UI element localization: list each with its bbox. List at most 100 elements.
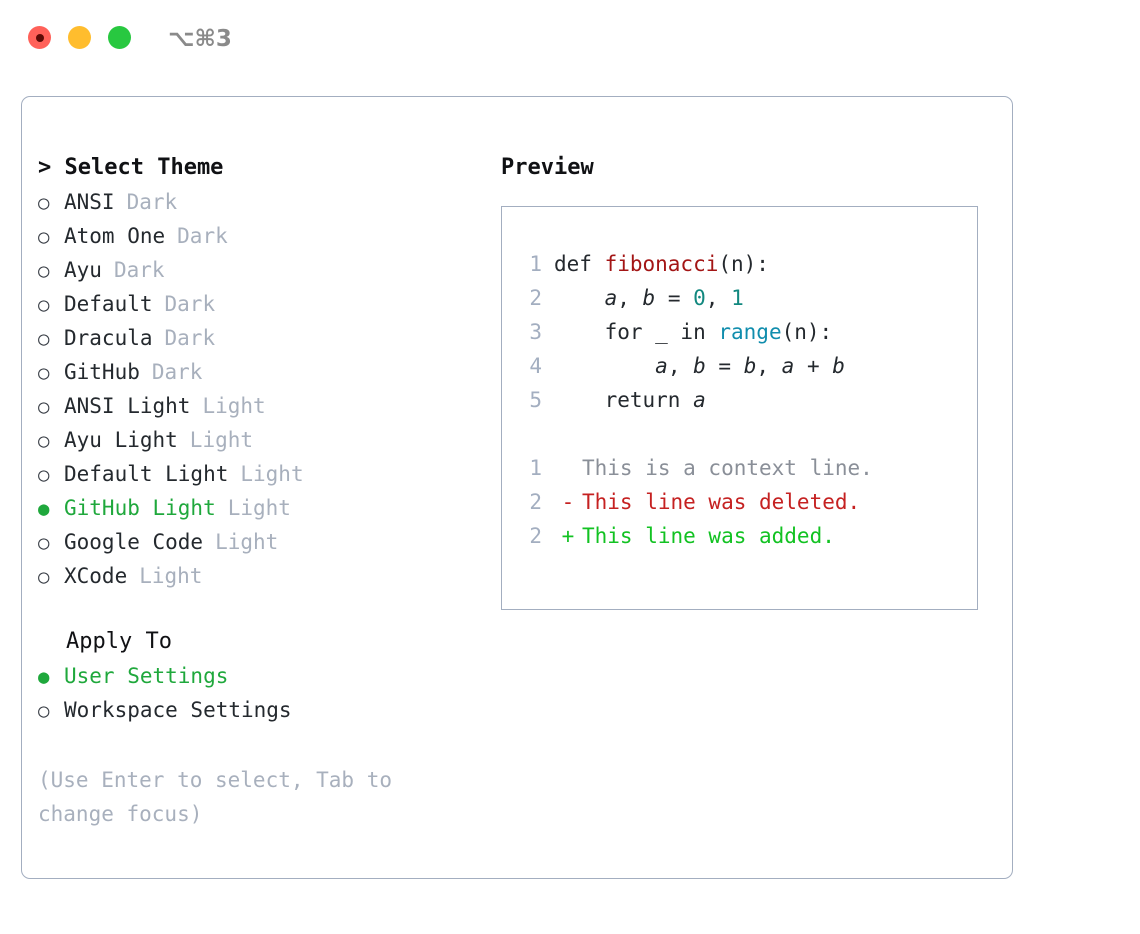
code-token: ,	[617, 286, 643, 310]
theme-option-label: GitHub	[64, 360, 140, 384]
code-token: a	[604, 286, 618, 310]
apply-to-option-user-settings[interactable]: ● User Settings	[38, 659, 468, 693]
code-line-number: 5	[529, 388, 542, 412]
theme-option-label: Atom One	[64, 224, 166, 248]
radio-unselected-icon: ○	[38, 566, 50, 588]
code-line: 1 def fibonacci(n):	[518, 247, 977, 281]
code-line-number: 3	[529, 320, 542, 344]
apply-to-option-label: User Settings	[64, 664, 229, 688]
code-line-content: a, b = b, a + b	[554, 349, 845, 383]
code-token: ,	[667, 354, 694, 378]
code-token: def	[554, 252, 605, 276]
code-line-number: 4	[529, 354, 542, 378]
code-token: return	[554, 388, 694, 412]
code-token: (n):	[781, 320, 833, 344]
code-line: 3 for _ in range(n):	[518, 315, 977, 349]
code-token: b	[743, 354, 757, 378]
theme-option-kind: Dark	[177, 224, 228, 248]
code-token: =	[705, 354, 744, 378]
diff-marker: +	[561, 524, 575, 548]
theme-option-label: Google Code	[64, 530, 204, 554]
diff-line-number: 2	[529, 490, 542, 514]
radio-selected-icon: ●	[38, 666, 50, 688]
code-line: 4 a, b = b, a + b	[518, 349, 977, 383]
diff-marker: -	[561, 490, 575, 514]
code-token: =	[655, 286, 694, 310]
apply-to-option-label: Workspace Settings	[64, 698, 292, 722]
code-token: (n):	[718, 252, 769, 276]
code-line-content: a, b = 0, 1	[554, 281, 744, 315]
theme-option-label: Dracula	[64, 326, 153, 350]
theme-option-label: Default	[64, 292, 153, 316]
apply-to-list[interactable]: ● User Settings ○Workspace Settings	[38, 659, 468, 727]
theme-option-kind: Light	[139, 564, 203, 588]
apply-to-heading: Apply To	[66, 629, 172, 654]
theme-option-label: ANSI Light	[64, 394, 191, 418]
radio-unselected-icon: ○	[38, 532, 50, 554]
code-token: 0	[693, 286, 706, 310]
code-line-content: return a	[554, 383, 706, 417]
radio-unselected-icon: ○	[38, 430, 50, 452]
code-token	[554, 354, 655, 378]
theme-option-label: XCode	[64, 564, 128, 588]
radio-unselected-icon: ○	[38, 328, 50, 350]
theme-option-label: GitHub Light	[64, 496, 216, 520]
code-token: +	[794, 354, 833, 378]
code-line-content: for _ in range(n):	[554, 315, 833, 349]
radio-unselected-icon: ○	[38, 464, 50, 486]
preview-heading: Preview	[501, 155, 594, 180]
code-line-content: def fibonacci(n):	[554, 247, 769, 281]
apply-to-section: Apply To ● User Settings ○Workspace Settin…	[38, 625, 468, 727]
title-bar: ⌥⌘3	[0, 0, 1140, 78]
radio-unselected-icon: ○	[38, 192, 50, 214]
diff-sample: 1 This is a context line. 2-This line was…	[518, 451, 977, 553]
code-token: range	[718, 320, 782, 344]
radio-selected-icon: ●	[38, 498, 50, 520]
code-token: for _ in	[554, 320, 719, 344]
diff-text: This line was added.	[582, 524, 835, 548]
minimize-window-button[interactable]	[68, 26, 91, 49]
theme-option-xcode[interactable]: ○ XCode Light	[38, 559, 468, 593]
diff-line-number: 1	[529, 456, 542, 480]
code-token: b	[693, 354, 706, 378]
diff-line-added: 2+This line was added.	[518, 519, 977, 553]
theme-option-google-code[interactable]: ○ Google Code Light	[38, 525, 468, 559]
diff-text: This is a context line.	[582, 456, 873, 480]
code-token: ,	[756, 354, 782, 378]
code-line-number: 1	[529, 252, 542, 276]
theme-option-label: Ayu Light	[64, 428, 178, 452]
theme-option-label: ANSI	[64, 190, 115, 214]
select-theme-heading: > Select Theme	[38, 155, 224, 180]
apply-to-option-workspace-settings[interactable]: ○Workspace Settings	[38, 693, 468, 727]
zoom-window-button[interactable]	[108, 26, 131, 49]
theme-option-kind: Light	[215, 530, 279, 554]
theme-option-kind: Light	[240, 462, 304, 486]
code-token: b	[832, 354, 845, 378]
diff-marker	[554, 451, 582, 485]
radio-unselected-icon: ○	[38, 260, 50, 282]
radio-unselected-icon: ○	[38, 396, 50, 418]
code-token: a	[693, 388, 706, 412]
diff-line-context: 1 This is a context line.	[518, 451, 977, 485]
code-token: b	[642, 286, 656, 310]
theme-option-kind: Dark	[151, 360, 203, 384]
keyboard-hint-text: (Use Enter to select, Tab to change focu…	[38, 768, 405, 826]
close-window-button[interactable]	[28, 26, 51, 49]
keyboard-shortcut-label: ⌥⌘3	[168, 26, 232, 52]
